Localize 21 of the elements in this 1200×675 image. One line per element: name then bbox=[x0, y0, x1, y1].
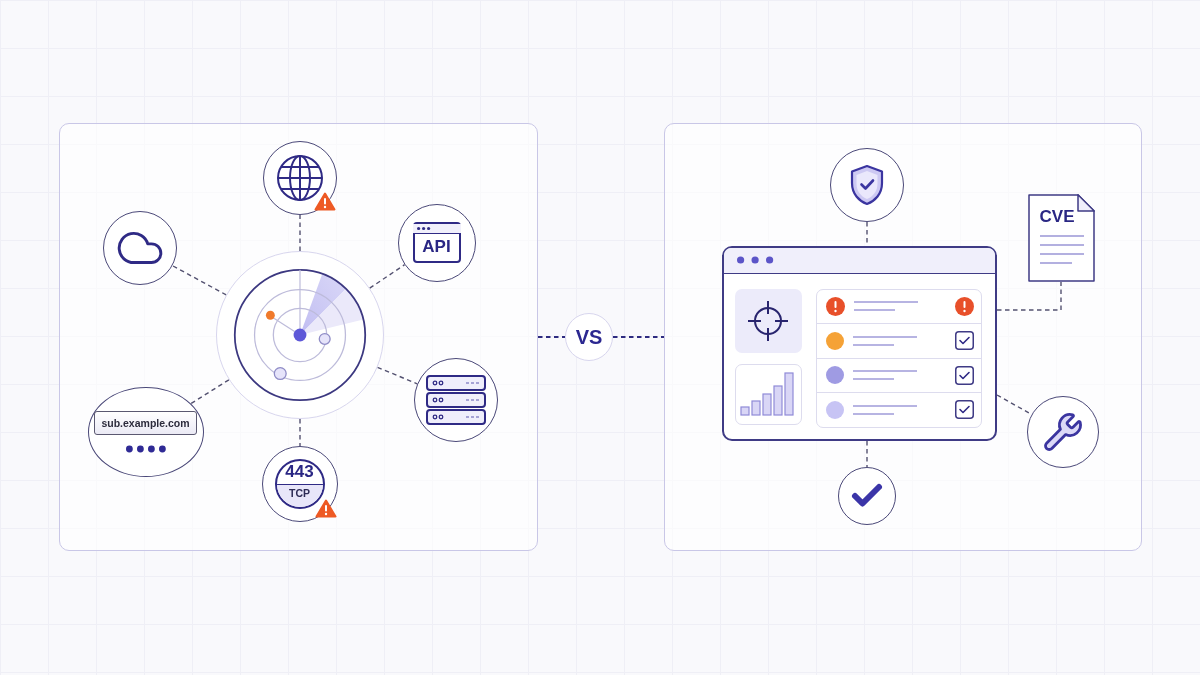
document-title: CVE bbox=[1038, 206, 1076, 227]
dashed-connector bbox=[537, 336, 566, 338]
document bbox=[1027, 193, 1095, 282]
dashed-connector bbox=[996, 281, 1062, 311]
dashed-connector bbox=[190, 379, 230, 405]
protocol-label: TCP bbox=[276, 484, 323, 507]
panel bbox=[664, 123, 1142, 551]
panel bbox=[59, 123, 538, 551]
dashed-connector bbox=[171, 265, 227, 296]
dashboard-window bbox=[721, 245, 997, 441]
dashed-connector bbox=[299, 418, 301, 447]
api-label: API bbox=[422, 236, 451, 255]
dashed-connector bbox=[376, 366, 418, 385]
dashed-connector bbox=[612, 336, 665, 338]
dashed-connector bbox=[866, 440, 868, 468]
dashed-connector bbox=[369, 264, 406, 289]
vs-label: VS bbox=[575, 325, 603, 349]
dashed-connector bbox=[299, 214, 301, 252]
node-circle bbox=[565, 313, 613, 361]
port-number: 443 bbox=[284, 461, 315, 484]
address-bar: sub.example.com bbox=[94, 410, 197, 435]
